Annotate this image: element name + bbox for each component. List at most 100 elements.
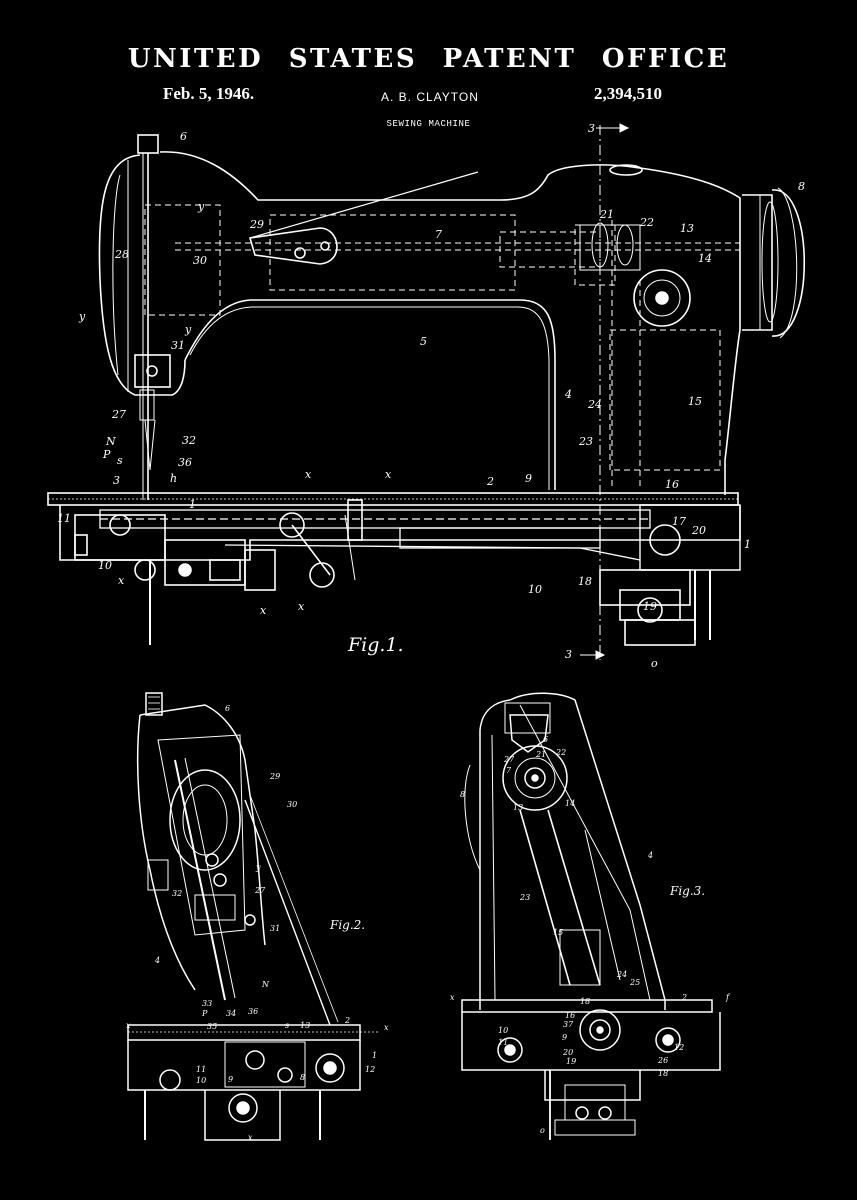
svg-text:o: o	[651, 657, 658, 670]
svg-text:f: f	[725, 993, 731, 1002]
fig3-label: Fig.3.	[670, 884, 706, 898]
svg-text:1: 1	[744, 538, 751, 551]
svg-text:6: 6	[180, 130, 187, 143]
svg-text:14: 14	[698, 252, 712, 265]
svg-text:23: 23	[578, 435, 593, 448]
arm-underside	[184, 299, 556, 490]
svg-text:18: 18	[658, 1069, 668, 1078]
svg-text:35: 35	[207, 1022, 217, 1031]
svg-text:21: 21	[599, 208, 614, 221]
svg-text:32: 32	[172, 889, 182, 898]
svg-text:30: 30	[287, 800, 297, 809]
svg-text:x: x	[126, 1021, 131, 1030]
gear-housing	[579, 222, 691, 327]
svg-text:13: 13	[300, 1021, 310, 1030]
office-heading: UNITED STATES PATENT OFFICE	[127, 44, 730, 74]
svg-text:h: h	[170, 472, 177, 485]
svg-text:3: 3	[113, 474, 120, 487]
svg-text:20: 20	[691, 524, 706, 537]
svg-text:x: x	[118, 574, 125, 587]
right-mechanism	[599, 524, 711, 646]
svg-text:3: 3	[565, 648, 572, 661]
crank-link	[248, 171, 479, 265]
svg-text:27: 27	[111, 408, 126, 421]
svg-text:N: N	[261, 980, 270, 989]
svg-text:32: 32	[182, 434, 196, 447]
svg-text:6: 6	[225, 704, 230, 713]
svg-text:10: 10	[98, 559, 112, 572]
svg-text:x: x	[298, 600, 305, 613]
svg-text:4: 4	[154, 956, 160, 965]
needle-bar	[134, 134, 171, 500]
svg-text:36: 36	[178, 456, 192, 469]
svg-text:36: 36	[248, 1007, 258, 1016]
patent-title: SEWING MACHINE	[386, 119, 471, 129]
svg-text:3: 3	[588, 122, 595, 135]
svg-text:31: 31	[171, 339, 185, 352]
svg-text:27: 27	[503, 755, 515, 764]
fig2-bed	[127, 1024, 380, 1141]
svg-text:x: x	[260, 604, 267, 617]
svg-text:27: 27	[254, 886, 266, 895]
svg-text:10: 10	[196, 1076, 206, 1085]
svg-text:y: y	[197, 200, 205, 213]
patent-number: 2,394,510	[594, 84, 662, 103]
svg-text:18: 18	[578, 575, 592, 588]
svg-text:18: 18	[580, 997, 590, 1006]
svg-text:x: x	[305, 468, 312, 481]
svg-text:17: 17	[672, 515, 686, 528]
fig2-head	[136, 692, 339, 1026]
svg-text:8: 8	[300, 1073, 305, 1082]
svg-text:o: o	[540, 1126, 545, 1135]
patent-date: Feb. 5, 1946.	[163, 84, 255, 103]
svg-text:9: 9	[525, 472, 532, 485]
svg-text:24: 24	[587, 398, 602, 411]
svg-text:31: 31	[270, 924, 280, 933]
svg-text:x: x	[384, 1023, 389, 1032]
svg-text:P: P	[102, 448, 111, 461]
needle-head-outline	[98, 154, 186, 396]
svg-text:1: 1	[189, 498, 196, 511]
svg-text:2: 2	[344, 1016, 350, 1025]
svg-text:22: 22	[555, 748, 566, 757]
svg-text:34: 34	[226, 1009, 236, 1018]
svg-text:x: x	[450, 993, 455, 1002]
svg-text:16: 16	[565, 1011, 575, 1020]
feed-mechanism	[74, 499, 363, 645]
lower-shafts	[99, 509, 651, 561]
svg-text:22: 22	[639, 216, 654, 229]
svg-text:6: 6	[543, 735, 548, 744]
fig3-column	[464, 692, 666, 1010]
svg-text:12: 12	[674, 1043, 684, 1052]
svg-text:s: s	[117, 454, 123, 467]
svg-text:14: 14	[565, 799, 575, 808]
svg-text:2: 2	[681, 993, 687, 1002]
arm-outline	[159, 151, 741, 495]
svg-text:7: 7	[506, 766, 512, 775]
svg-text:23: 23	[519, 893, 530, 902]
svg-text:28: 28	[114, 248, 129, 261]
fig3-bed	[461, 999, 721, 1140]
svg-text:8: 8	[798, 180, 805, 193]
svg-text:20: 20	[562, 1048, 573, 1057]
svg-text:P: P	[201, 1009, 208, 1018]
svg-text:19: 19	[566, 1057, 576, 1066]
fig2-label: Fig.2.	[330, 918, 366, 932]
svg-text:15: 15	[553, 928, 563, 937]
svg-text:29: 29	[249, 218, 264, 231]
svg-text:4: 4	[564, 388, 572, 401]
svg-text:2: 2	[486, 475, 494, 488]
svg-text:s: s	[285, 1021, 289, 1030]
svg-text:13: 13	[680, 222, 694, 235]
svg-text:29: 29	[269, 772, 280, 781]
svg-text:15: 15	[688, 395, 702, 408]
svg-text:21: 21	[535, 750, 546, 759]
svg-text:37: 37	[563, 1020, 574, 1029]
svg-text:5: 5	[420, 335, 427, 348]
svg-text:N: N	[105, 435, 116, 448]
